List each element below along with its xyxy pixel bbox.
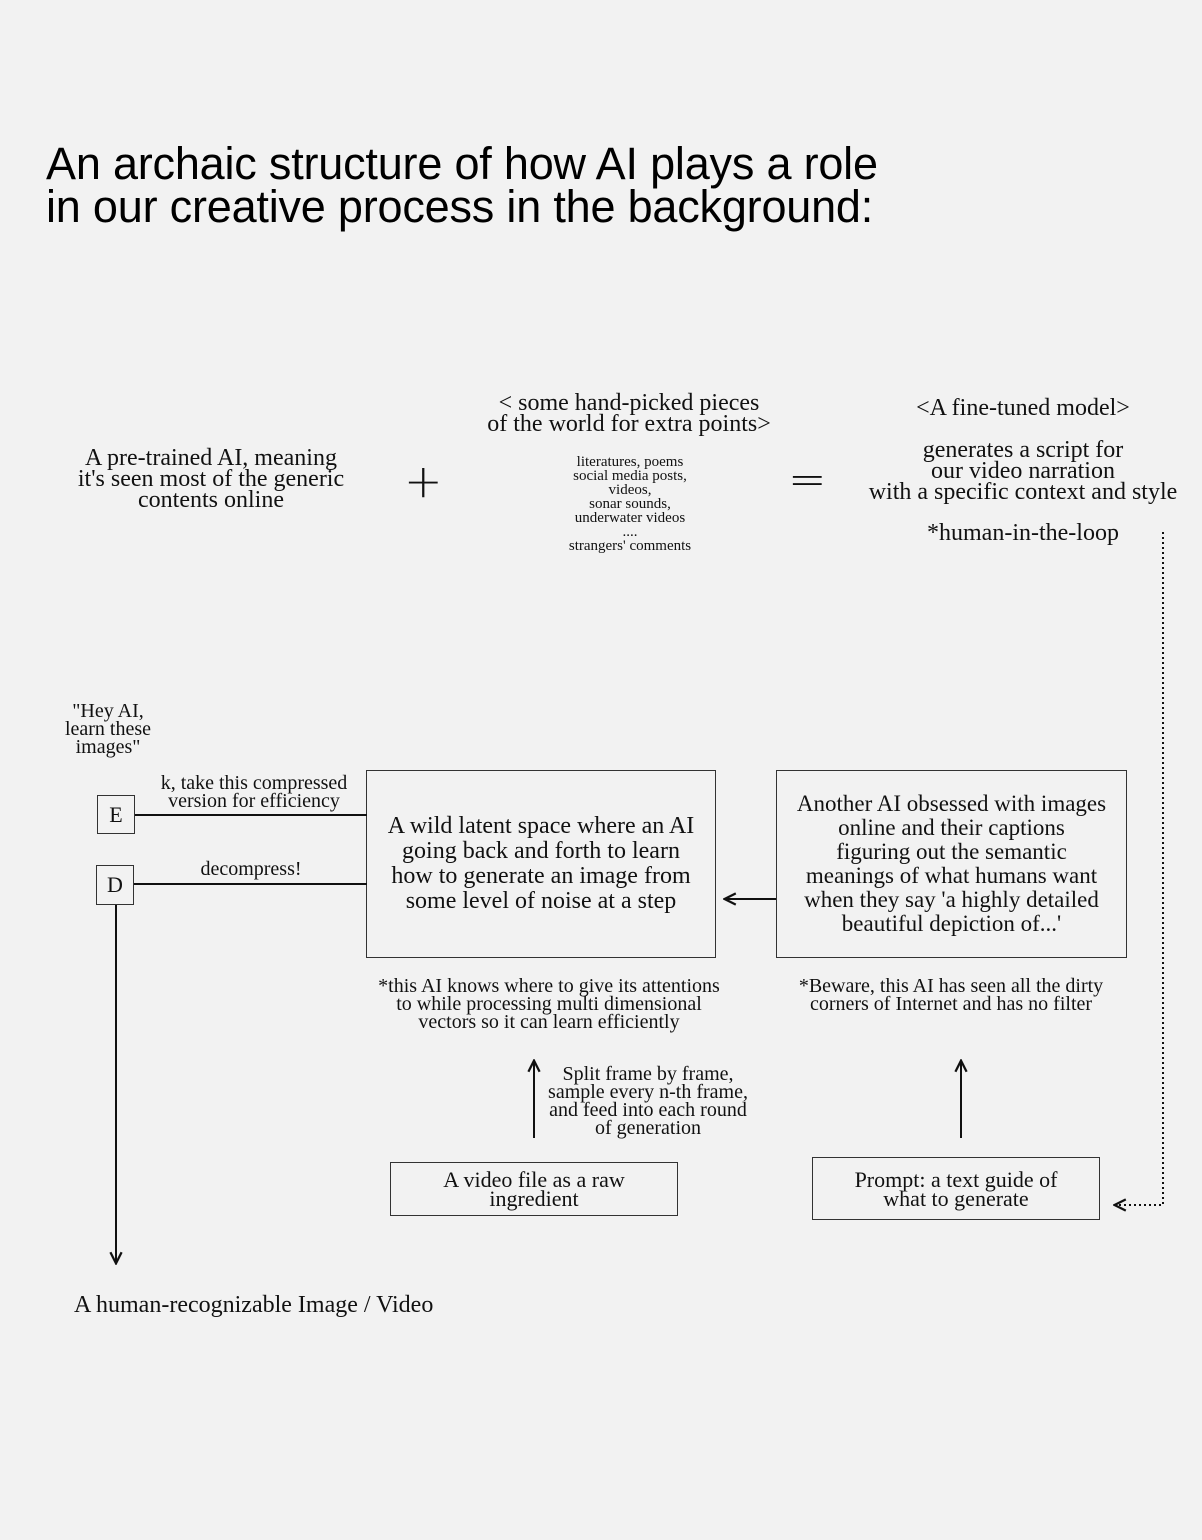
human-in-the-loop-note: *human-in-the-loop xyxy=(927,520,1119,546)
equals-sign: = xyxy=(788,452,827,506)
plus-sign: + xyxy=(404,454,443,508)
latent-space-text: A wild latent space where an AI going ba… xyxy=(387,813,695,914)
clip-model-box: Another AI obsessed with images online a… xyxy=(776,770,1127,958)
latent-space-box: A wild latent space where an AI going ba… xyxy=(366,770,716,958)
video-file-text: A video file as a raw ingredient xyxy=(443,1167,625,1211)
split-frames-note: Split frame by frame, sample every n-th … xyxy=(548,1063,748,1139)
attention-note: *this AI knows where to give its attenti… xyxy=(378,975,720,1033)
clip-model-text: Another AI obsessed with images online a… xyxy=(796,791,1107,936)
output-label: A human-recognizable Image / Video xyxy=(74,1292,434,1318)
handpicked-list: literatures, poems social media posts, v… xyxy=(568,454,692,554)
handpicked-title: < some hand-picked pieces of the world f… xyxy=(487,390,771,437)
decoder-note: decompress! xyxy=(200,858,302,880)
encoder-note: k, take this compressed version for effi… xyxy=(160,772,348,812)
prompt-box: Prompt: a text guide of what to generate xyxy=(812,1157,1100,1220)
prompt-text: Prompt: a text guide of what to generate xyxy=(854,1166,1058,1211)
decoder-box: D xyxy=(96,865,134,905)
learn-images-quote: "Hey AI, learn these images" xyxy=(64,700,152,758)
finetuned-desc: generates a script for our video narrati… xyxy=(868,437,1178,505)
pretrained-ai-text: A pre-trained AI, meaning it's seen most… xyxy=(77,445,345,513)
video-file-box: A video file as a raw ingredient xyxy=(390,1162,678,1216)
encoder-box: E xyxy=(97,795,135,834)
beware-note: *Beware, this AI has seen all the dirty … xyxy=(798,975,1104,1015)
page-title: An archaic structure of how AI plays a r… xyxy=(46,138,878,232)
finetuned-title: <A fine-tuned model> xyxy=(916,395,1130,421)
